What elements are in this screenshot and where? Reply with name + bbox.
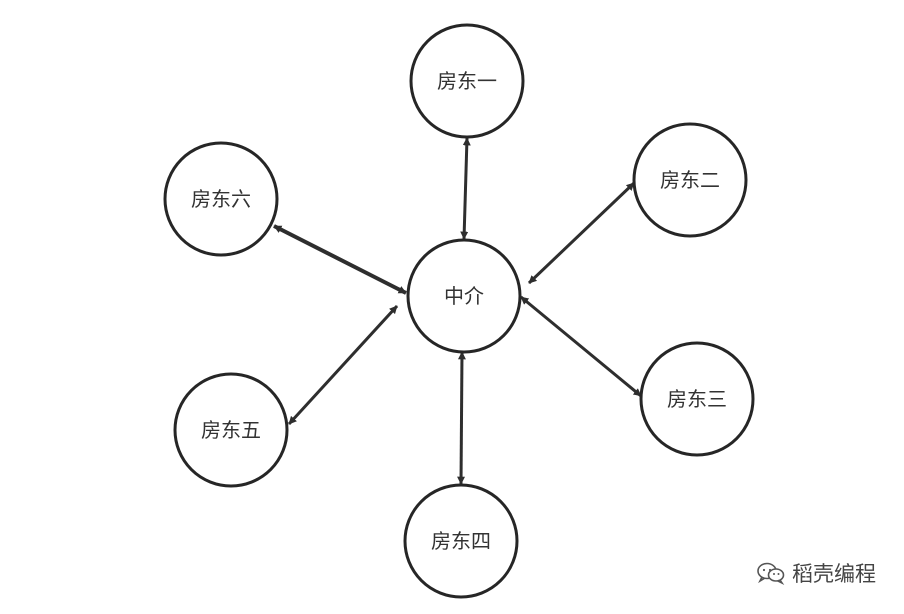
landlord-node-4: 房东四 xyxy=(403,483,519,599)
landlord-node-2: 房东二 xyxy=(632,122,748,238)
watermark: 稻壳编程 xyxy=(756,558,876,588)
edge-hub-landlord-5 xyxy=(287,304,399,426)
landlord-node-6: 房东六 xyxy=(163,141,279,257)
wechat-icon xyxy=(757,562,785,585)
landlord-label-1: 房东一 xyxy=(437,69,497,93)
hub-node: 中介 xyxy=(406,238,522,354)
edge-hub-landlord-2 xyxy=(527,181,636,285)
landlord-node-3: 房东三 xyxy=(639,341,755,457)
landlord-label-2: 房东二 xyxy=(660,168,720,192)
landlord-label-5: 房东五 xyxy=(201,418,261,442)
watermark-text: 稻壳编程 xyxy=(792,562,876,586)
edge-hub-landlord-6 xyxy=(273,224,407,295)
landlord-label-3: 房东三 xyxy=(667,387,727,411)
landlord-label-6: 房东六 xyxy=(191,187,251,211)
hub-label: 中介 xyxy=(444,284,484,308)
landlord-node-1: 房东一 xyxy=(409,23,525,139)
landlord-node-5: 房东五 xyxy=(173,372,289,488)
edge-hub-landlord-3 xyxy=(520,295,642,398)
edge-hub-landlord-4 xyxy=(457,351,466,485)
landlord-label-4: 房东四 xyxy=(431,529,491,553)
edge-hub-landlord-1 xyxy=(460,137,471,240)
